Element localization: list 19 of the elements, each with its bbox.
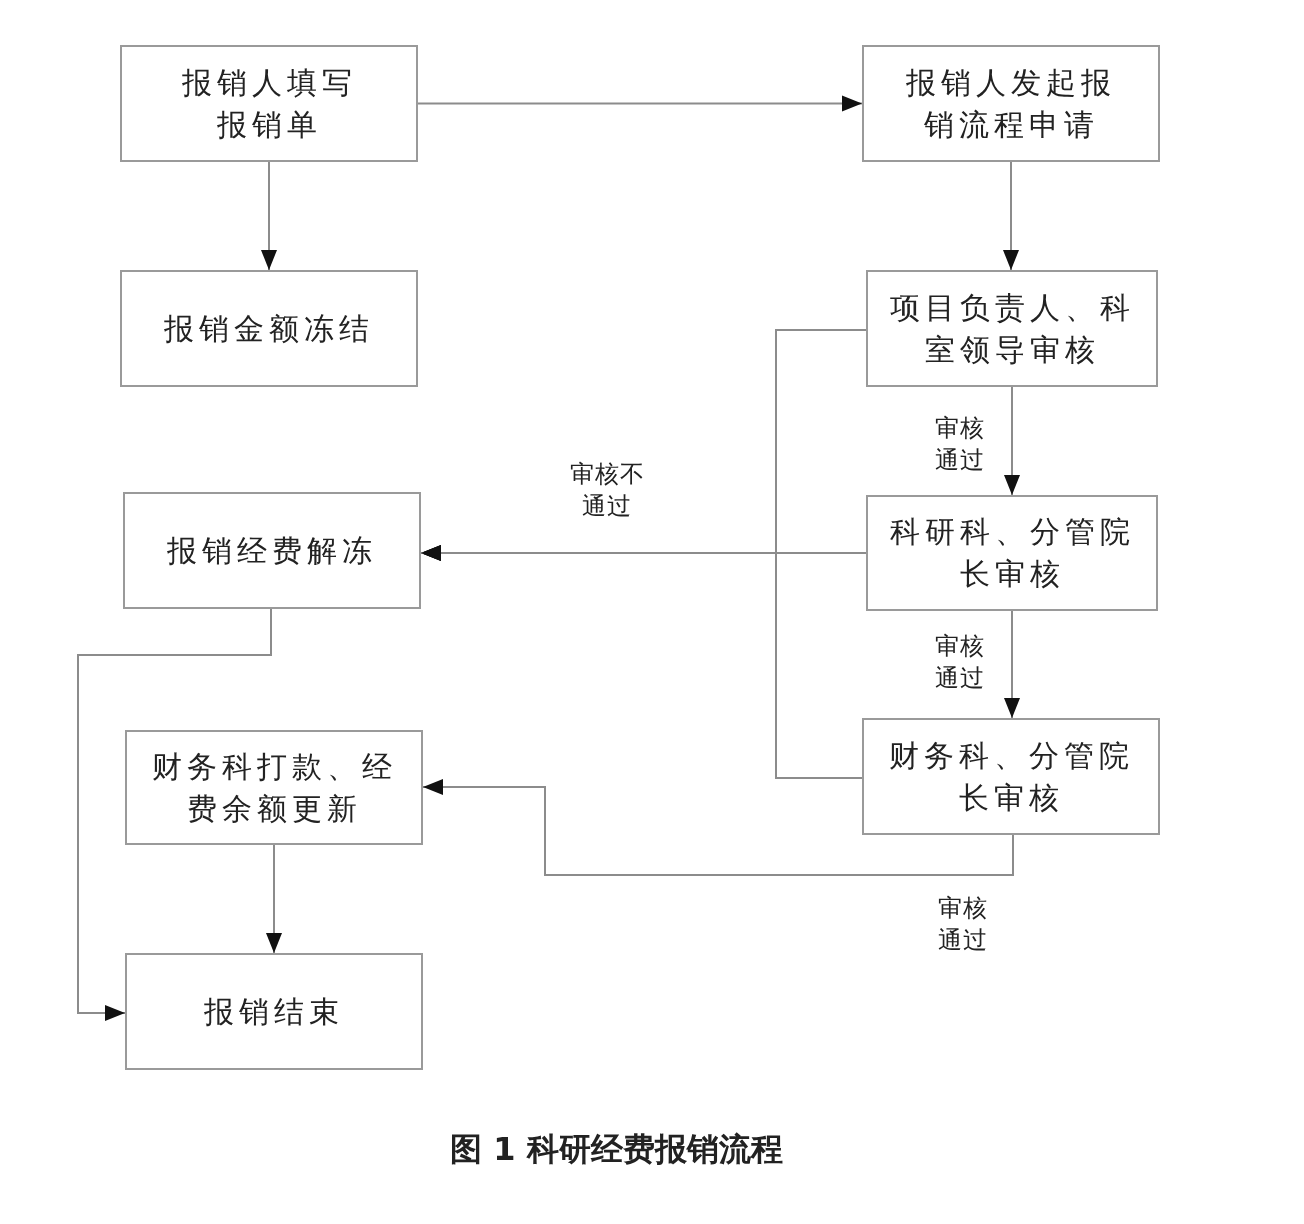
process-box: 报销经费解冻 [123,492,421,609]
arrow [1004,386,1020,496]
arrow [77,608,272,1021]
process-box: 报销金额冻结 [120,270,418,387]
process-box: 报销结束 [125,953,423,1070]
arrow [422,779,1014,876]
process-box: 报销人填写报销单 [120,45,418,162]
figure-caption: 图 1 科研经费报销流程 [450,1129,783,1170]
arrow [420,545,863,779]
process-box: 财务科打款、经费余额更新 [125,730,423,845]
process-box: 报销人发起报销流程申请 [862,45,1160,162]
arrow [1004,610,1020,719]
process-box: 财务科、分管院长审核 [862,718,1160,835]
arrow [1003,161,1019,271]
arrow [417,95,863,112]
process-box: 科研科、分管院长审核 [866,495,1158,611]
process-box: 项目负责人、科室领导审核 [866,270,1158,387]
arrow [266,844,282,954]
arrow [261,161,277,271]
